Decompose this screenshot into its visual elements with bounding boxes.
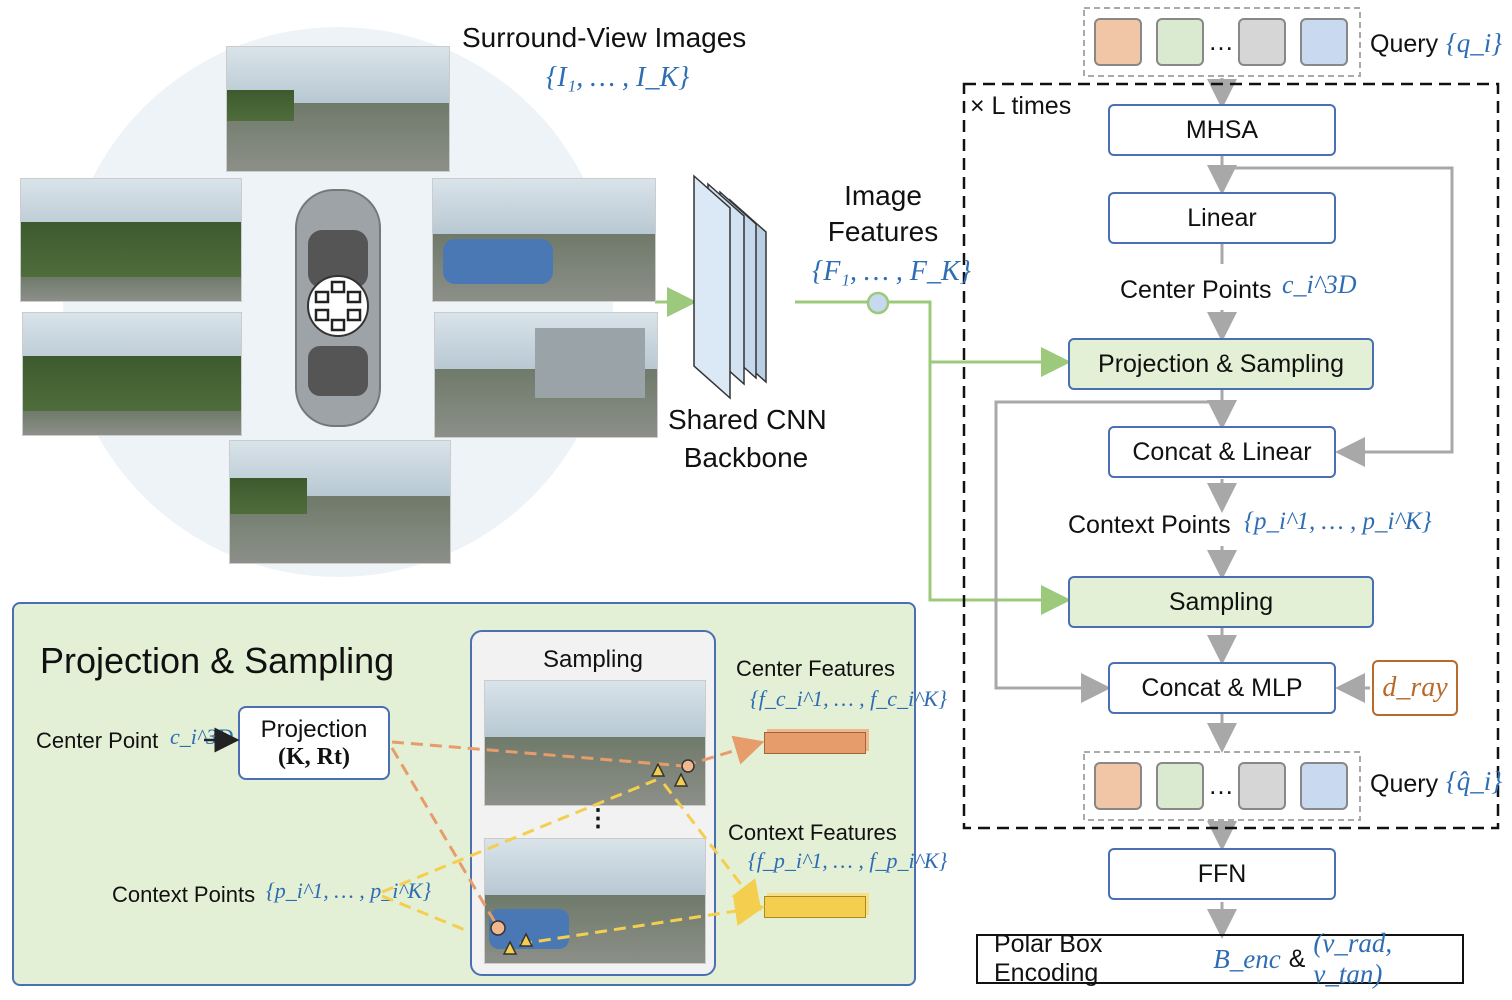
center-points-math: c_i^3D xyxy=(1282,270,1357,299)
times-label: × L times xyxy=(970,92,1072,120)
query-out-token-blue xyxy=(1300,762,1348,810)
polar-box-math2: (v_rad, v_tan) xyxy=(1313,928,1393,989)
center-features-math: {f_c_i^1, … , f_c_i^K} xyxy=(750,686,947,711)
features-line1: Image xyxy=(844,180,922,211)
sampling-block: Sampling xyxy=(1068,576,1374,628)
polar-box-math: B_enc xyxy=(1213,943,1281,974)
query-in-group xyxy=(1083,7,1361,77)
query-token-orange xyxy=(1094,18,1142,66)
inset-context-points-label: Context Points xyxy=(112,882,256,907)
query-in-math: {q_i} xyxy=(1446,28,1503,58)
repeat-block xyxy=(962,82,1500,830)
concat-linear-block: Concat & Linear xyxy=(1108,426,1336,478)
camera-image-front xyxy=(226,46,450,172)
query-ellipsis: … xyxy=(1208,26,1234,56)
projection-sampling-block: Projection & Sampling xyxy=(1068,338,1374,390)
inset-context-points-math: {p_i^1, … , p_i^K} xyxy=(266,878,432,903)
camera-image-front-right xyxy=(432,178,656,302)
query-token-green xyxy=(1156,18,1204,66)
sample-image-front xyxy=(484,680,706,806)
surround-title: Surround-View Images xyxy=(462,22,747,53)
sampling-vellipsis: ⋮ xyxy=(586,805,610,832)
context-points-label: Context Points xyxy=(1068,511,1231,539)
inset-center-point-label: Center Point xyxy=(36,728,159,753)
cnn-backbone-icon xyxy=(693,174,767,400)
center-feature-bar xyxy=(764,732,866,754)
query-out-token-green xyxy=(1156,762,1204,810)
camera-image-front-left xyxy=(20,178,242,302)
polar-box-amp: & xyxy=(1288,944,1306,973)
projection-math: (K, Rt) xyxy=(278,744,350,770)
query-out-ellipsis: … xyxy=(1208,770,1234,800)
sampling-panel-title: Sampling xyxy=(542,646,644,673)
query-token-blue xyxy=(1300,18,1348,66)
sample-image-side xyxy=(484,838,706,964)
camera-image-back-left xyxy=(22,312,242,436)
projection-box: Projection (K, Rt) xyxy=(238,706,390,780)
camera-image-back-right xyxy=(434,312,658,438)
context-feature-bar xyxy=(764,896,866,918)
inset-panel: Projection & Sampling Center Point c_i^3… xyxy=(12,602,947,986)
projection-label: Projection xyxy=(260,716,368,743)
feature-node xyxy=(866,291,890,315)
context-features-math: {f_p_i^1, … , f_p_i^K} xyxy=(748,848,948,873)
ffn-block: FFN xyxy=(1108,848,1336,900)
backbone-line1: Shared CNN xyxy=(668,404,827,435)
ego-car-icon xyxy=(295,189,381,427)
query-out-math: {q̂_i} xyxy=(1446,766,1503,796)
d-ray-block: d_ray xyxy=(1372,660,1458,716)
linear-block: Linear xyxy=(1108,192,1336,244)
inset-center-point-math: c_i^3D xyxy=(170,724,234,749)
query-out-group xyxy=(1083,751,1361,821)
inset-title: Projection & Sampling xyxy=(40,640,395,681)
polar-box-label: Polar Box Encoding xyxy=(994,930,1103,987)
camera-image-back xyxy=(229,440,451,564)
context-features-label: Context Features xyxy=(728,820,897,845)
query-token-gray xyxy=(1238,18,1286,66)
query-out-token-gray xyxy=(1238,762,1286,810)
query-out-token-orange xyxy=(1094,762,1142,810)
query-in-label: Query xyxy=(1370,30,1439,58)
features-math: {F₁, … , F_K} xyxy=(812,256,971,287)
concat-mlp-block: Concat & MLP xyxy=(1108,662,1336,714)
query-out-label: Query xyxy=(1370,770,1439,798)
mhsa-block: MHSA xyxy=(1108,104,1336,156)
features-line2: Features xyxy=(827,216,939,247)
sampling-panel: Sampling ⋮ xyxy=(470,630,716,976)
center-features-label: Center Features xyxy=(736,656,895,681)
surround-math: {I₁, … , I_K} xyxy=(546,62,690,93)
context-points-math: {p_i^1, … , p_i^K} xyxy=(1244,508,1432,535)
polar-box-encoding-block: Polar Box Encoding B_enc & (v_rad, v_tan… xyxy=(976,928,1464,989)
backbone-line2: Backbone xyxy=(683,442,809,473)
center-points-label: Center Points xyxy=(1120,276,1272,304)
